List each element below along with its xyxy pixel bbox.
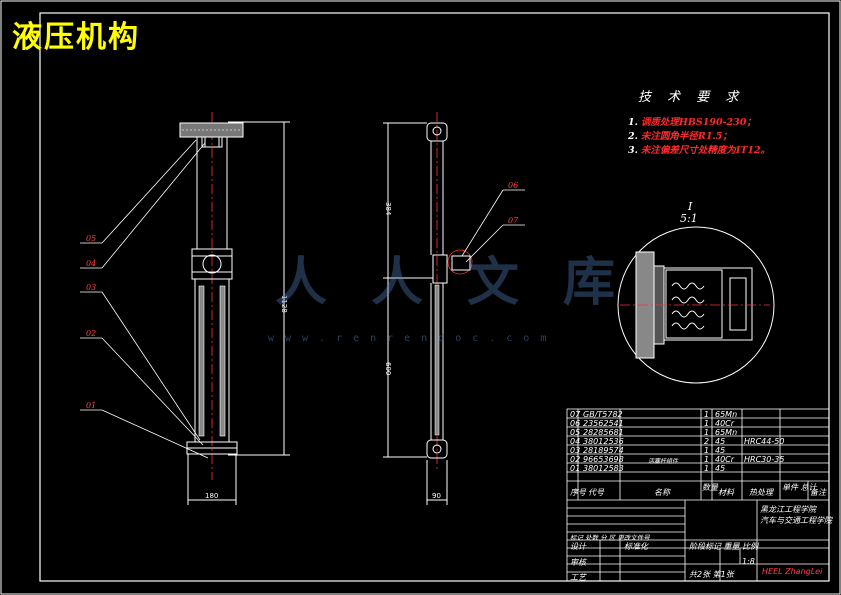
balloon-02: 02 xyxy=(86,329,96,338)
bom-header-name: 名称 xyxy=(654,488,670,497)
bom-cell-code: 38012583 xyxy=(583,464,624,473)
tech-req-1: 1.调质处理HBS190-230； xyxy=(628,117,756,128)
title-dept: 汽车与交通工程学院 xyxy=(760,516,832,525)
bom-cell-remark: HRC30-35 xyxy=(744,455,785,464)
balloon-03: 03 xyxy=(86,283,96,292)
title-company: HEEL ZhangLei xyxy=(762,567,823,576)
bom-cell-code: GB/T5782 xyxy=(583,410,623,419)
bom-cell-qty: 1 xyxy=(704,428,710,437)
bom-cell-code: 28189574 xyxy=(583,446,624,455)
inner-frame xyxy=(39,12,830,582)
bom-cell-material: 45 xyxy=(715,437,726,446)
balloon-01: 01 xyxy=(86,401,96,410)
bom-cell-material: 45 xyxy=(715,446,726,455)
balloon-06: 06 xyxy=(508,181,518,190)
bom-header-remark: 备注 xyxy=(810,488,826,497)
title-mark: 标记 处数 分 区 更改文件号 xyxy=(570,534,650,542)
balloon-07: 07 xyxy=(508,216,519,225)
tech-req-2: 2.未注圆角半径R1.5； xyxy=(628,131,732,142)
bom-header-weight: 单件 总计 xyxy=(782,483,817,492)
watermark-text: 人人文库 xyxy=(275,253,660,313)
drawing-title: 液压机构 xyxy=(12,20,140,55)
bom-cell-material: 45 xyxy=(715,464,726,473)
detail-view xyxy=(617,226,775,384)
bom-cell-no: 04 xyxy=(570,437,581,446)
tech-requirements-heading: 技 术 要 求 xyxy=(638,90,745,105)
title-school: 黑龙江工程学院 xyxy=(760,505,816,514)
bom-header-qty: 数量 xyxy=(702,483,718,492)
front-view xyxy=(179,112,290,505)
bom-header-heat: 热处理 xyxy=(749,488,773,497)
dim-width-left: 180 xyxy=(205,492,218,500)
bom-cell-code: 96653698 xyxy=(583,455,624,464)
detail-view-label: I xyxy=(688,200,693,213)
bom-cell-material: 40Cr xyxy=(715,455,735,464)
bom-cell-qty: 1 xyxy=(704,446,710,455)
dim-width-right: 90 xyxy=(432,492,441,500)
bom-cell-qty: 1 xyxy=(704,419,710,428)
tech-req-3: 3.未注偏差尺寸处精度为IT12。 xyxy=(628,145,771,156)
title-block-lines xyxy=(566,408,830,582)
bom-cell-qty: 1 xyxy=(704,410,710,419)
bom-cell-code: 38012536 xyxy=(583,437,624,446)
bom-cell-no: 03 xyxy=(570,446,581,455)
bom-cell-code: 23562541 xyxy=(583,419,624,428)
title-process: 工艺 xyxy=(570,573,586,582)
watermark-url: www.renrendoc.com xyxy=(268,333,558,344)
bom-header-no: 序号 xyxy=(570,488,586,497)
bom-special-note: 活塞杆组件 xyxy=(648,458,679,465)
bom-cell-no: 01 xyxy=(570,464,581,473)
title-review: 审核 xyxy=(570,558,586,567)
bom-cell-material: 65Mn xyxy=(715,410,738,419)
bom-header-code: 代号 xyxy=(588,488,604,497)
title-stage: 阶段标记 重量 比例 xyxy=(689,542,759,551)
bom-cell-no: 06 xyxy=(570,419,581,428)
side-view-leaders xyxy=(461,189,525,263)
bom-cell-qty: 1 xyxy=(704,455,710,464)
bom-cell-no: 02 xyxy=(570,455,581,464)
bom-header-material: 材料 xyxy=(718,488,734,497)
bom-cell-no: 05 xyxy=(570,428,581,437)
balloon-04: 04 xyxy=(86,259,96,268)
bom-cell-qty: 2 xyxy=(704,437,710,446)
bom-cell-code: 28285681 xyxy=(583,428,624,437)
bom-cell-material: 65Mn xyxy=(715,428,738,437)
title-standard: 标准化 xyxy=(624,542,648,551)
title-sheet: 共2张 第1张 xyxy=(689,570,734,579)
bom-cell-qty: 1 xyxy=(704,464,710,473)
title-design: 设计 xyxy=(570,542,586,551)
dim-height-upper: 384 xyxy=(384,202,392,216)
title-scale: 1:8 xyxy=(742,557,755,566)
bom-cell-remark: HRC44-50 xyxy=(744,437,785,446)
dim-height-lower: 600 xyxy=(384,362,392,375)
side-view xyxy=(383,112,473,505)
balloon-05: 05 xyxy=(86,234,96,243)
bom-cell-no: 07 xyxy=(570,410,581,419)
front-view-leaders xyxy=(80,139,209,459)
bom-cell-material: 40Cr xyxy=(715,419,735,428)
detail-view-scale: 5:1 xyxy=(680,212,698,225)
dim-height-total: 1128 xyxy=(280,295,288,313)
